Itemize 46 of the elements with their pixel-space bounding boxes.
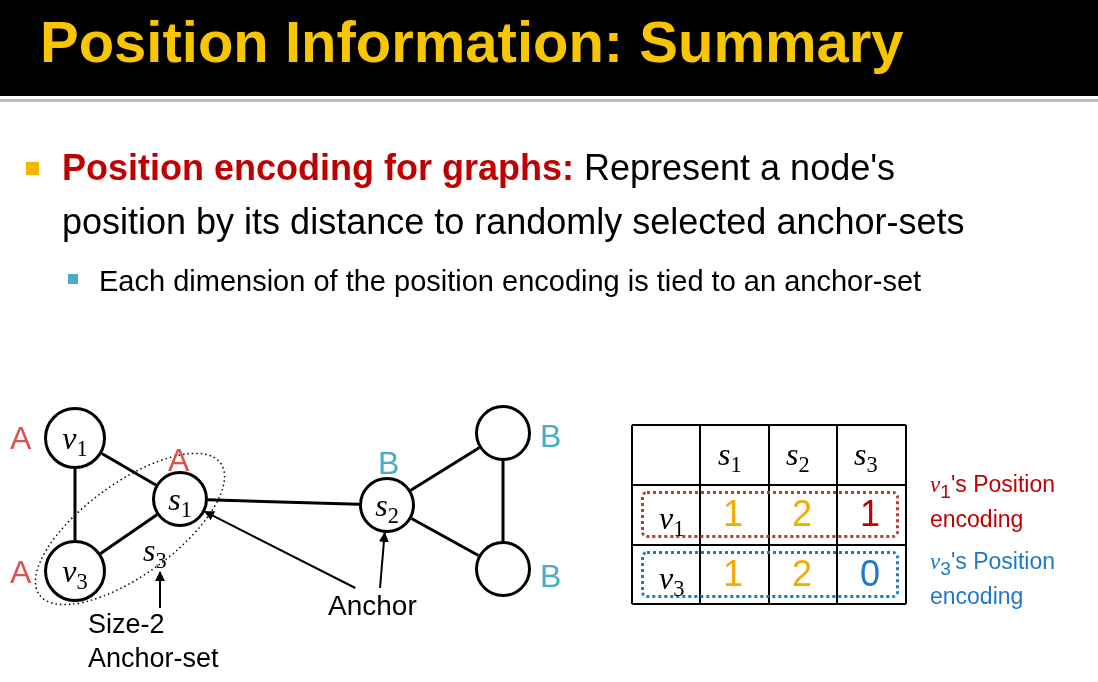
graph-node-circle	[44, 540, 106, 602]
arrow	[378, 531, 389, 589]
empty-node-circle	[475, 405, 531, 461]
row-header: v$_{1}$	[659, 502, 685, 534]
group-letter: B	[540, 560, 562, 592]
graph-edge	[207, 498, 360, 506]
group-letter: B	[540, 420, 562, 452]
arrow	[155, 571, 165, 609]
slide-title: Position Information: Summary	[40, 8, 904, 75]
distance-value: 0	[860, 556, 881, 592]
node-label: s$_{3}$	[143, 534, 167, 566]
encoding-note: v$_{1}$'s Position encoding	[930, 470, 1056, 534]
graph-edge	[101, 452, 157, 487]
distance-value: 2	[792, 496, 813, 532]
graph-edge	[410, 446, 480, 492]
sub-bullet-text: Each dimension of the position encoding is tied to an anchor-set	[99, 264, 923, 299]
distance-value: 1	[723, 496, 744, 532]
group-letter: A	[10, 422, 32, 454]
column-header: s$_{3}$	[854, 438, 878, 470]
distance-value: 1	[723, 556, 744, 592]
graph-node-circle	[359, 477, 415, 533]
encoding-note: v$_{3}$'s Position encoding	[930, 547, 1056, 611]
node-label: s$_{1}$	[168, 483, 192, 515]
group-letter: A	[10, 556, 32, 588]
arrow	[203, 510, 357, 589]
group-letter: A	[168, 444, 190, 476]
distance-value: 2	[792, 556, 813, 592]
row-header: v$_{3}$	[659, 562, 685, 594]
empty-node-circle	[475, 541, 531, 597]
graph-edge	[501, 461, 505, 541]
group-letter: B	[378, 447, 400, 479]
dotted-row-outline	[641, 491, 899, 538]
distance-value: 1	[860, 496, 881, 532]
annotation-text: Anchor	[328, 589, 418, 623]
graph-edge	[410, 517, 480, 557]
node-label: s$_{2}$	[375, 489, 399, 521]
node-label: v$_{3}$	[62, 555, 88, 587]
column-header: s$_{1}$	[718, 438, 742, 470]
bullet-text: Position encoding for graphs: Represent a node's position by its distance to randomly selected anchor-sets	[62, 146, 966, 244]
dotted-row-outline	[641, 551, 899, 598]
column-header: s$_{2}$	[786, 438, 810, 470]
graph-edge	[99, 513, 158, 555]
graph-node-circle	[152, 471, 208, 527]
graph-edge	[73, 469, 77, 540]
annotation-text: Size-2 Anchor-set	[88, 608, 220, 675]
node-label: v$_{1}$	[62, 422, 88, 454]
